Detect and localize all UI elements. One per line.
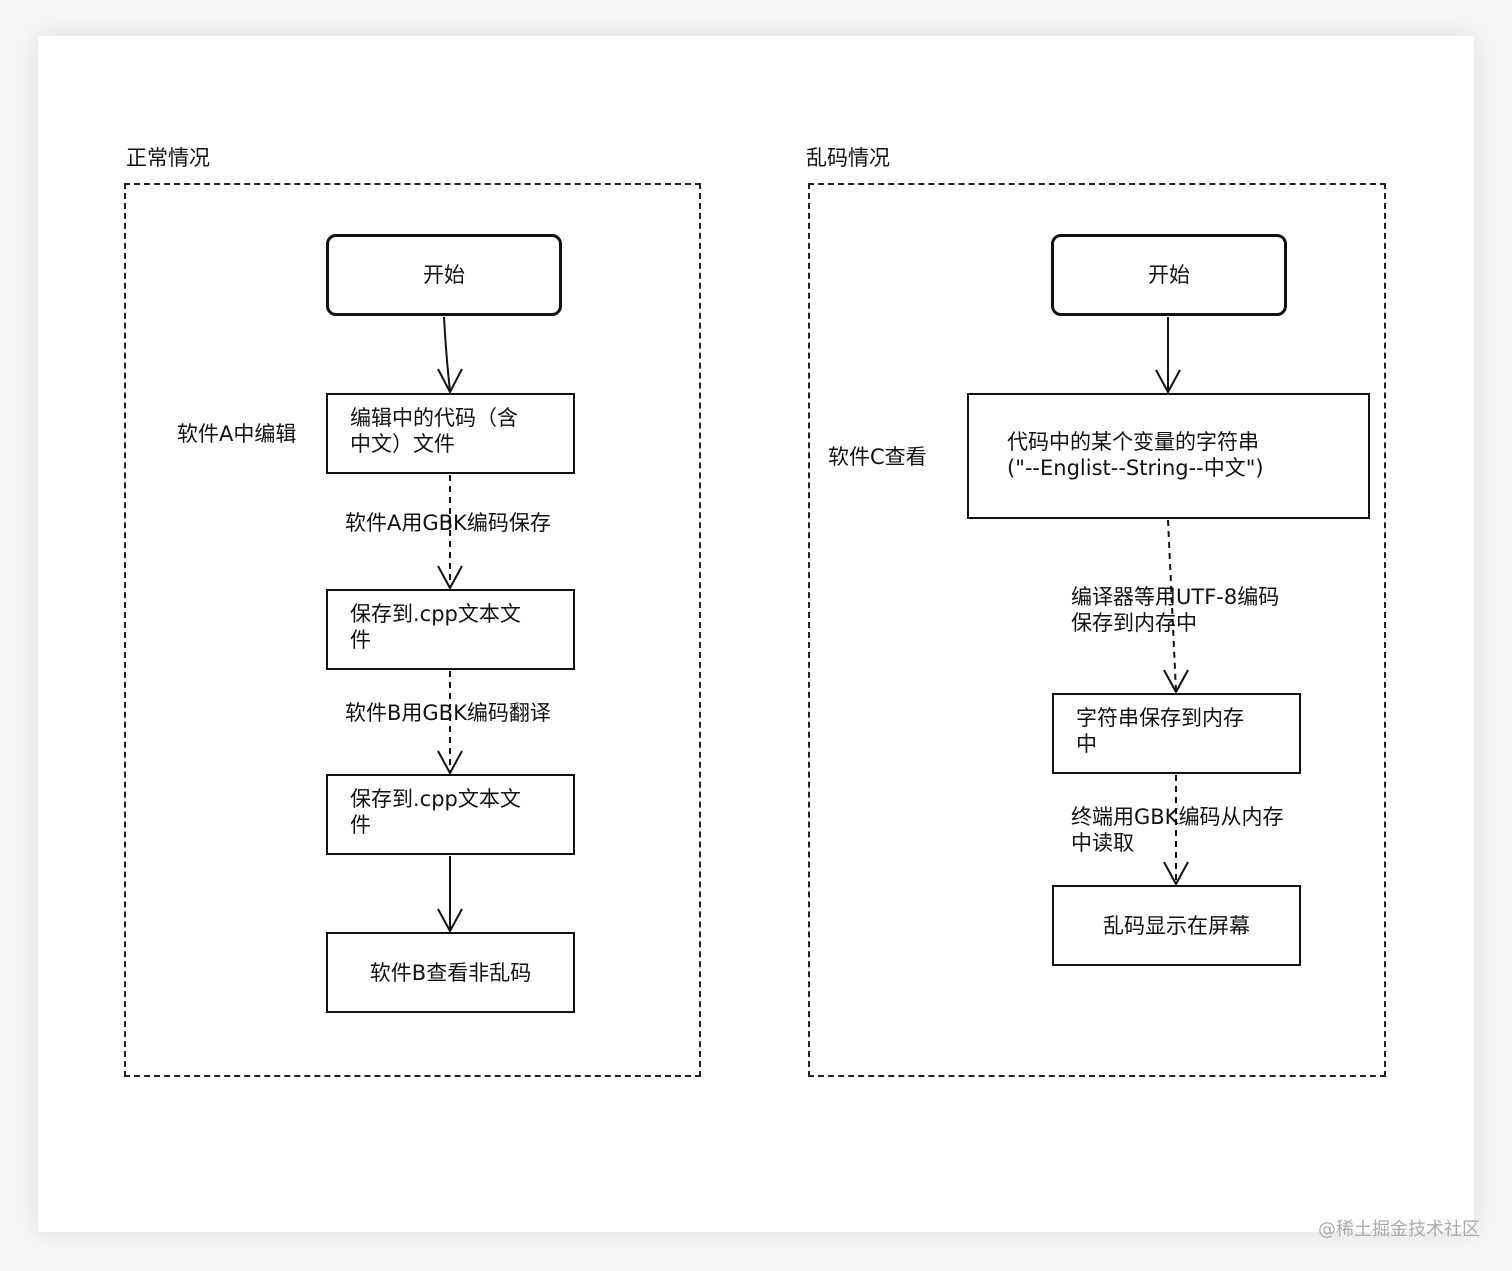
right-end-label: 乱码显示在屏幕 bbox=[1103, 913, 1250, 938]
right-panel-title: 乱码情况 bbox=[806, 146, 890, 170]
left-edge2-label: 软件B用GBK编码翻译 bbox=[345, 700, 551, 726]
left-side-label: 软件A中编辑 bbox=[177, 422, 297, 446]
left-step1-node: 编辑中的代码（含 中文）文件 bbox=[326, 393, 575, 474]
left-edge1-label: 软件A用GBK编码保存 bbox=[345, 510, 551, 536]
right-start-label: 开始 bbox=[1148, 263, 1190, 287]
left-step3-node: 保存到.cpp文本文 件 bbox=[326, 774, 575, 855]
right-edge2-label: 终端用GBK编码从内存 中读取 bbox=[1071, 804, 1284, 856]
left-step2-node: 保存到.cpp文本文 件 bbox=[326, 589, 575, 670]
left-start-node: 开始 bbox=[326, 234, 562, 316]
left-end-node: 软件B查看非乱码 bbox=[326, 932, 575, 1013]
right-step1-node: 代码中的某个变量的字符串 ("--Englist--String--中文") bbox=[967, 393, 1370, 519]
left-panel-frame bbox=[124, 183, 701, 1077]
left-start-label: 开始 bbox=[423, 263, 465, 287]
right-panel-frame bbox=[808, 183, 1386, 1077]
right-edge1-label: 编译器等用UTF-8编码 保存到内存中 bbox=[1071, 584, 1280, 636]
watermark: @稀土掘金技术社区 bbox=[1318, 1219, 1480, 1240]
right-start-node: 开始 bbox=[1051, 234, 1287, 316]
right-side-label: 软件C查看 bbox=[828, 445, 927, 469]
right-step2-node: 字符串保存到内存 中 bbox=[1052, 693, 1301, 774]
right-end-node: 乱码显示在屏幕 bbox=[1052, 885, 1301, 966]
left-end-label: 软件B查看非乱码 bbox=[369, 960, 532, 985]
left-panel-title: 正常情况 bbox=[126, 146, 210, 170]
